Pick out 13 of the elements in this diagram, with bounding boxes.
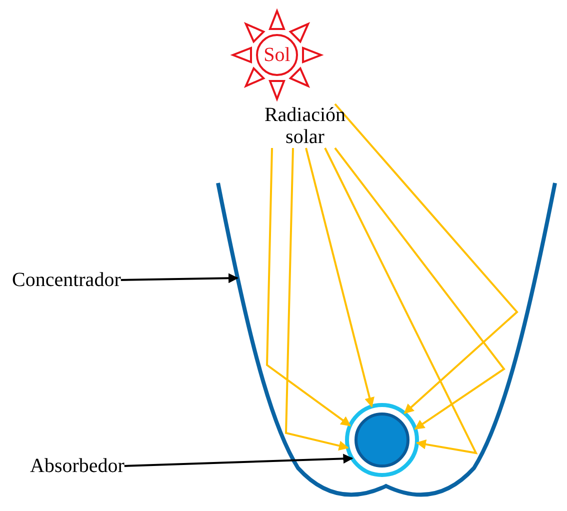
light-ray-arrow bbox=[266, 148, 351, 426]
absorber-tube bbox=[345, 403, 419, 477]
light-ray-arrow bbox=[334, 147, 506, 430]
concentrator-label: Concentrador bbox=[12, 269, 121, 291]
arrow bbox=[124, 454, 354, 467]
absorber-label: Absorbedor bbox=[30, 455, 124, 477]
concentrator-curve bbox=[216, 182, 557, 497]
light-ray-arrow bbox=[324, 148, 478, 454]
light-ray-arrow bbox=[284, 148, 349, 451]
light-ray-arrow bbox=[305, 148, 374, 408]
radiation-label: Radiación solar bbox=[250, 104, 360, 148]
arrow bbox=[120, 273, 238, 284]
light-ray-arrow bbox=[334, 103, 518, 414]
